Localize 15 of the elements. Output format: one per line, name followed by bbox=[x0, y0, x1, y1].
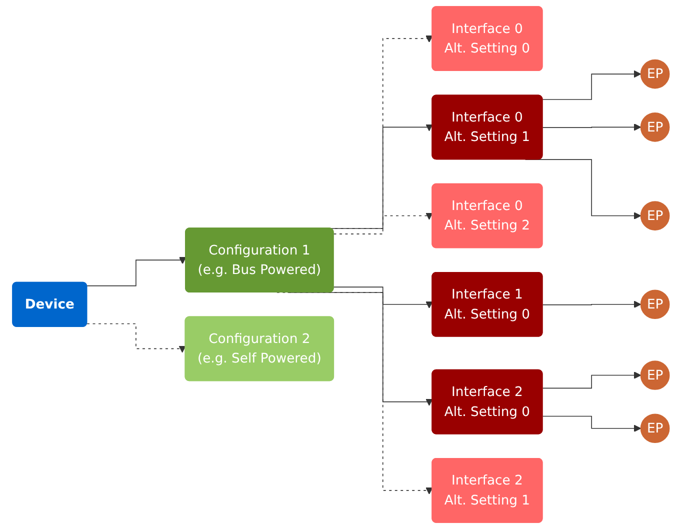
node-circle: EP bbox=[640, 112, 670, 142]
arrow bbox=[542, 70, 642, 100]
arrow bbox=[86, 323, 186, 353]
arrow bbox=[86, 256, 186, 286]
node-circle: EP bbox=[640, 59, 670, 89]
arrow bbox=[542, 416, 642, 432]
arrow bbox=[542, 124, 642, 131]
node-circle: EP bbox=[640, 360, 670, 390]
arrow bbox=[333, 286, 433, 308]
node-circle: EP bbox=[640, 201, 670, 230]
node-circle: EP bbox=[640, 414, 670, 444]
arrow bbox=[542, 300, 642, 308]
arrow bbox=[542, 372, 642, 389]
arrow bbox=[333, 212, 433, 234]
node-circle: EP bbox=[640, 290, 670, 320]
